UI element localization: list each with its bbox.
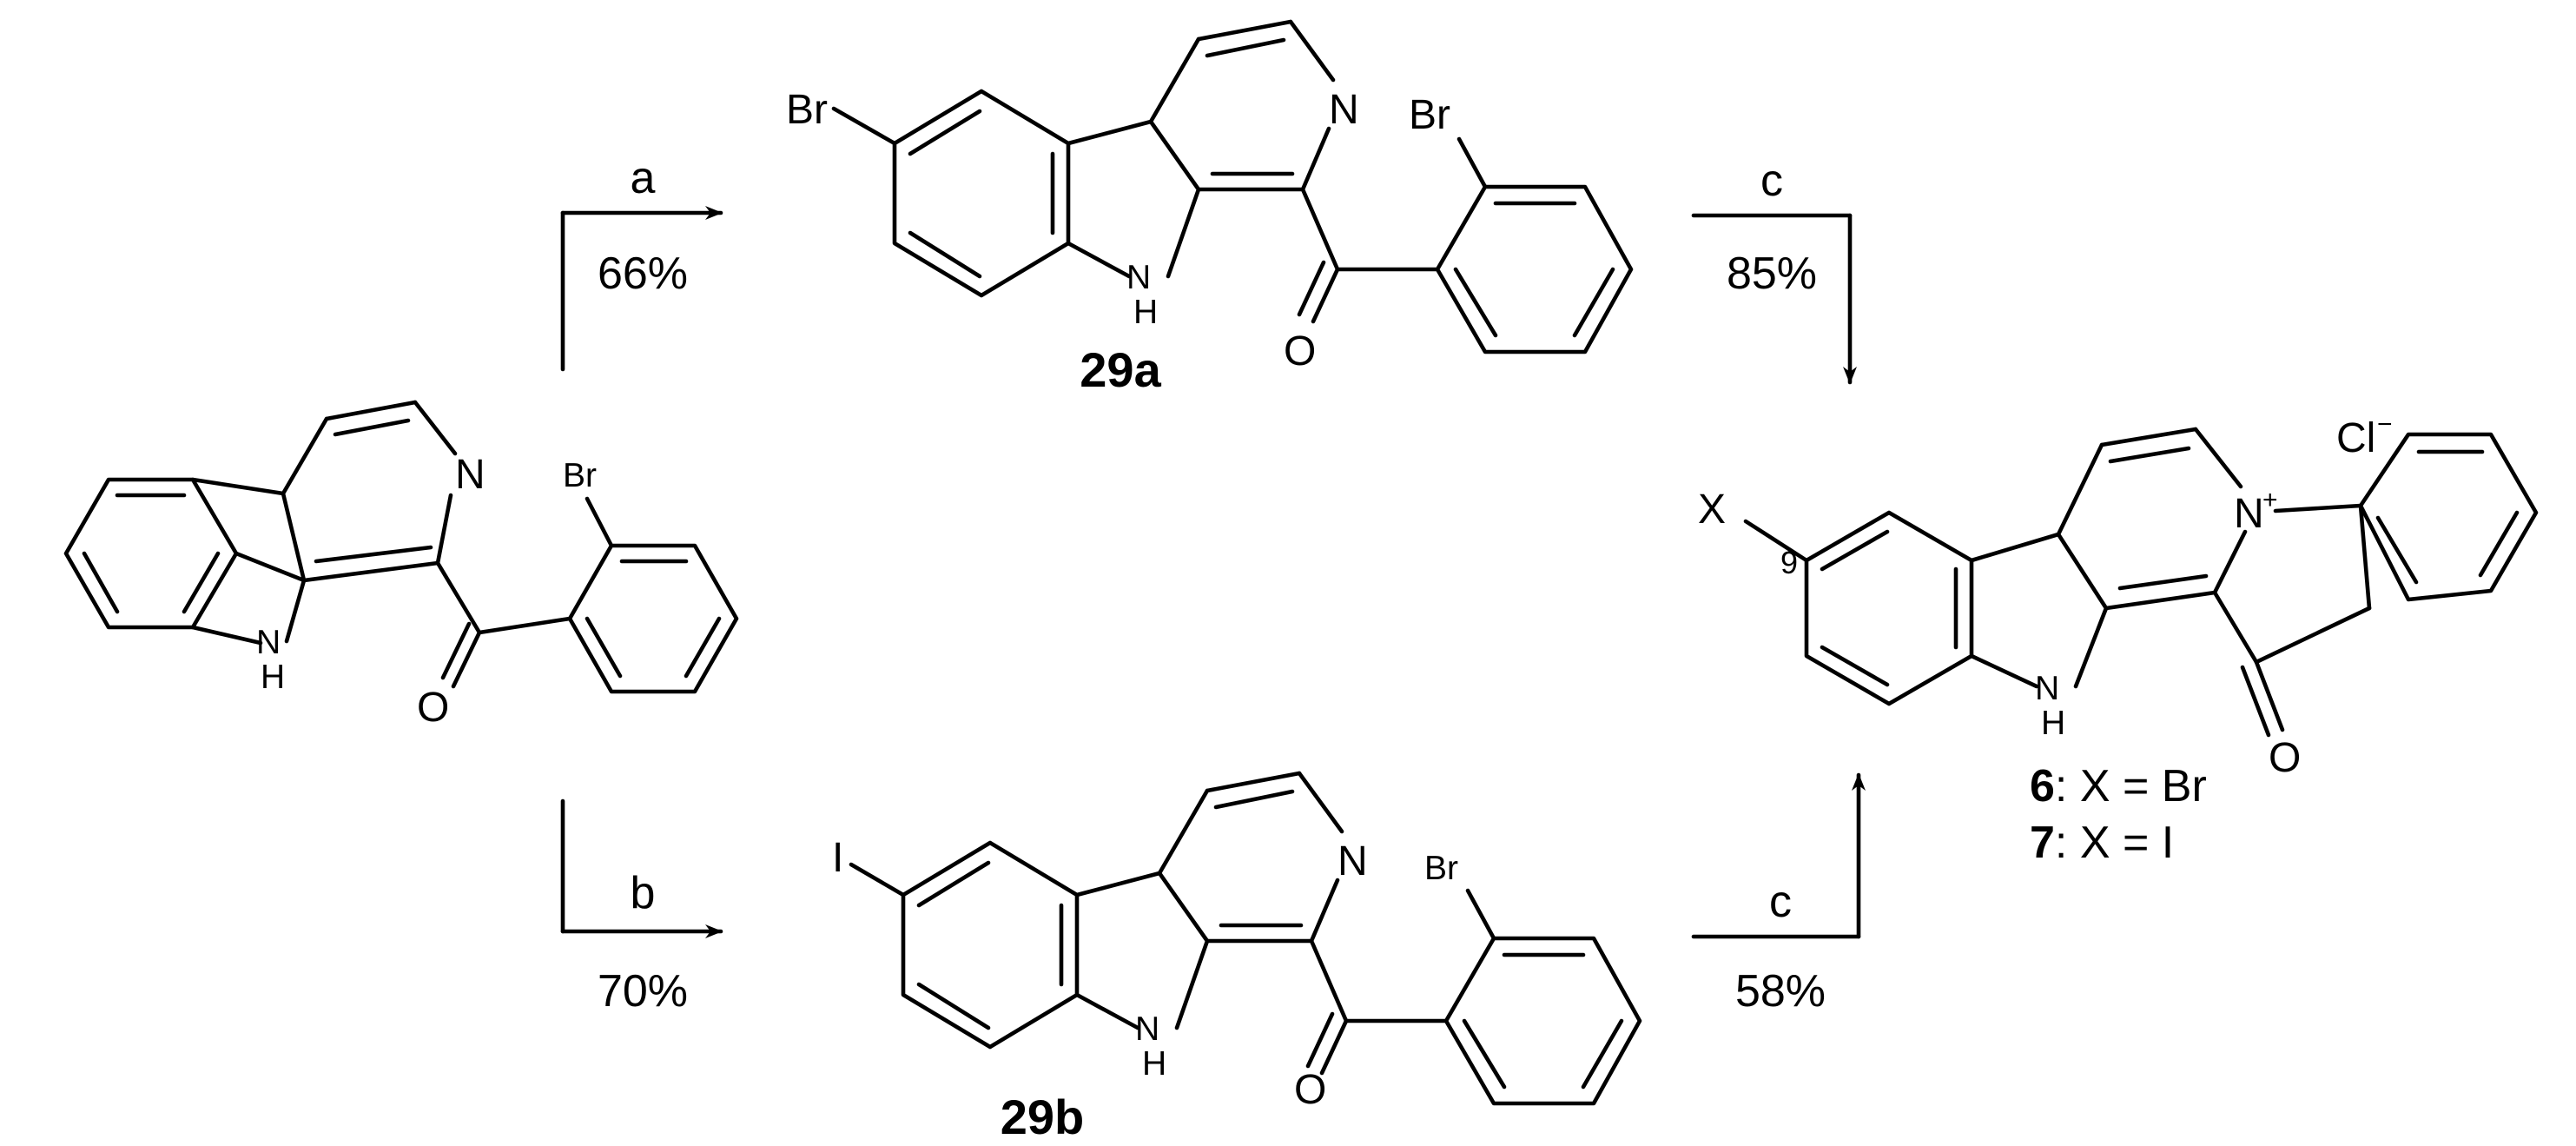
atom-N-indole: N xyxy=(256,624,281,661)
chloride: Cl xyxy=(2336,415,2375,461)
yield-a: 66% xyxy=(598,248,688,299)
atom-O: O xyxy=(417,685,449,731)
atom-Br: Br xyxy=(1409,92,1450,138)
atom-N-indole: N xyxy=(1135,1010,1159,1048)
atom-N-plus: N xyxy=(2234,491,2264,537)
atom-H-indole: H xyxy=(1133,294,1158,331)
compound-29a: N N H O Br Br 29a xyxy=(786,19,1634,397)
atom-N-indole: N xyxy=(1126,259,1151,296)
atom-O: O xyxy=(1294,1067,1326,1113)
compound-29b: N N H O I Br 29b xyxy=(832,771,1642,1144)
atom-N: N xyxy=(1329,87,1359,133)
atom-N-indole: N xyxy=(2035,670,2059,707)
yield-b: 70% xyxy=(598,966,688,1017)
atom-H-indole: H xyxy=(261,659,285,696)
charge-minus: − xyxy=(2377,410,2393,439)
reagent-c: c xyxy=(1760,156,1783,206)
atom-Br: Br xyxy=(563,457,597,494)
atom-X: X xyxy=(1698,487,1726,533)
compound-label-29b: 29b xyxy=(1001,1090,1085,1144)
legend-line-6: 6: X = Br xyxy=(2030,761,2207,811)
atom-H-indole: H xyxy=(2041,705,2065,742)
arrow-step-c-top: c 85% xyxy=(1691,156,1857,385)
compound-number-7: 7 xyxy=(2030,818,2055,868)
arrow-step-a: a 66% xyxy=(560,153,723,372)
atom-H-indole: H xyxy=(1142,1045,1166,1083)
atom-N: N xyxy=(1338,838,1368,884)
legend-text-6: : X = Br xyxy=(2055,761,2207,811)
charge-plus: + xyxy=(2262,486,2278,514)
reagent-a: a xyxy=(631,153,656,203)
yield-c-bottom: 58% xyxy=(1735,966,1826,1017)
position-9-label: 9 xyxy=(1780,545,1798,580)
reagent-c: c xyxy=(1769,877,1792,927)
yield-c-top: 85% xyxy=(1727,248,1817,299)
arrow-step-b: b 70% xyxy=(560,798,723,1017)
starting-material: N N H O Br xyxy=(63,400,739,731)
atom-Br: Br xyxy=(786,87,828,133)
compound-label-29a: 29a xyxy=(1080,342,1161,397)
arrow-step-c-bottom: c 58% xyxy=(1691,772,1866,1017)
reagent-b: b xyxy=(631,868,656,918)
atom-N: N xyxy=(455,452,485,498)
atom-O: O xyxy=(1284,328,1316,374)
legend-text-7: : X = I xyxy=(2055,818,2174,868)
atom-O: O xyxy=(2269,735,2301,781)
atom-Br: Br xyxy=(1424,850,1458,887)
legend-line-7: 7: X = I xyxy=(2030,818,2174,868)
compound-number-6: 6 xyxy=(2030,761,2055,811)
atom-I: I xyxy=(832,835,843,881)
product-6-7: X 9 N + Cl − N H O 6: X = Br 7: X = I xyxy=(1698,410,2539,868)
